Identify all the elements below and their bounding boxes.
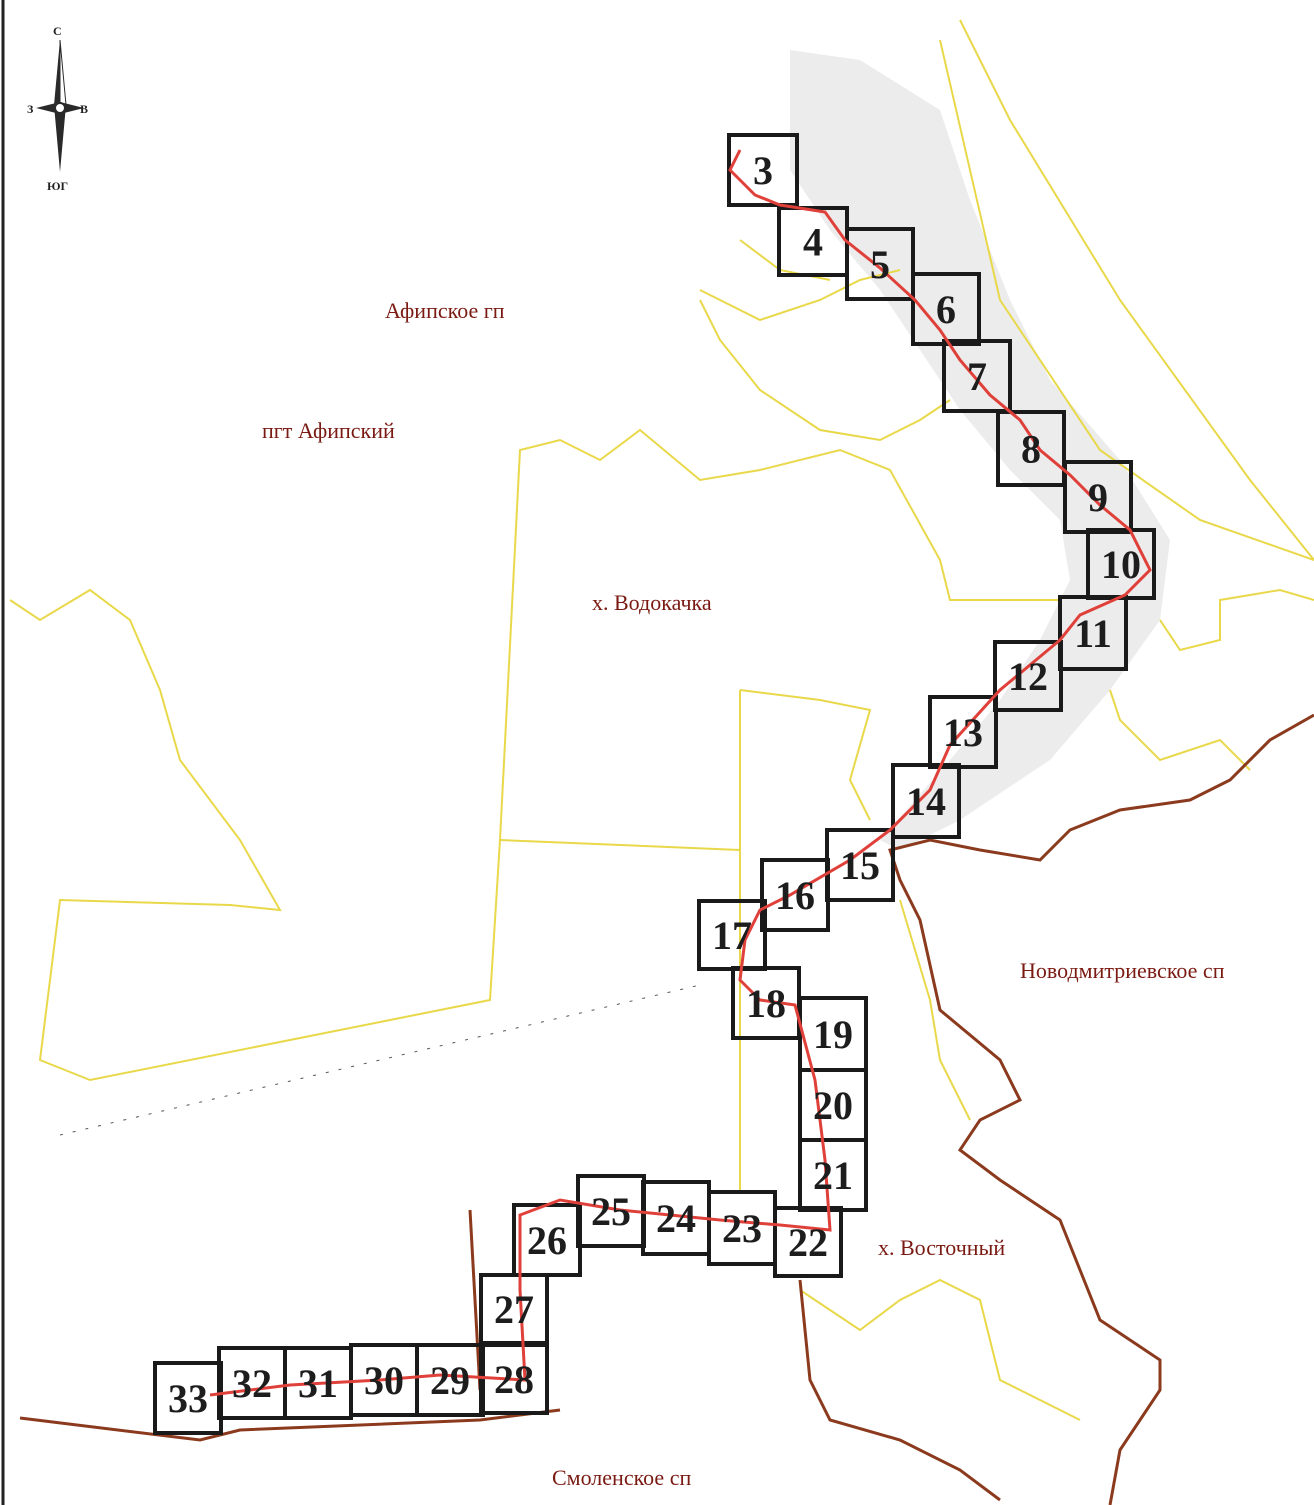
compass-north: С [53, 24, 62, 38]
sheet-labels: 34 5 678 9 10 11 12 13 14 15 16 17 18 19 20 21 22 23 24 25 2… [168, 148, 1141, 1421]
label-vostochny: х. Восточный [878, 1235, 1006, 1260]
sheet-label-24: 24 [656, 1196, 696, 1241]
sheet-label-16: 16 [775, 873, 815, 918]
sheet-label-32: 32 [232, 1361, 272, 1406]
sheet-label-4: 4 [803, 220, 823, 265]
sheet-frame-33 [153, 1361, 223, 1435]
sheet-label-27: 27 [494, 1287, 534, 1332]
label-novodmitrievskoe-sp: Новодмитриевское сп [1020, 958, 1225, 983]
sheet-frame-7 [942, 339, 1012, 413]
sheet-label-6: 6 [936, 287, 956, 332]
sheet-frame-8 [996, 410, 1066, 487]
route-line [209, 149, 1152, 1397]
sheet-label-29: 29 [430, 1358, 470, 1403]
sheet-label-17: 17 [712, 913, 752, 958]
sheet-label-20: 20 [813, 1083, 853, 1128]
sheet-label-5: 5 [870, 242, 890, 287]
compass-rose-icon [36, 39, 84, 172]
sheet-label-14: 14 [906, 779, 946, 824]
sheet-frame-5 [845, 227, 915, 301]
compass-south: ЮГ [47, 179, 69, 193]
district-boundary [19, 713, 1314, 1505]
sheet-label-11: 11 [1074, 611, 1112, 656]
sheet-label-26: 26 [527, 1218, 567, 1263]
sheet-label-3: 3 [753, 148, 773, 193]
sheet-frame-16 [760, 858, 830, 932]
label-pgt-afipsky: пгт Афипский [262, 418, 395, 443]
sheet-label-8: 8 [1021, 427, 1041, 472]
survey-background [790, 50, 1170, 850]
sheet-label-21: 21 [813, 1153, 853, 1198]
sheet-frame-13 [928, 695, 998, 769]
sheet-label-10: 10 [1101, 542, 1141, 587]
sheet-label-9: 9 [1088, 475, 1108, 520]
sheet-label-15: 15 [840, 843, 880, 888]
sheet-frame-14 [891, 763, 961, 839]
sheet-label-22: 22 [788, 1220, 828, 1265]
sheet-label-25: 25 [591, 1189, 631, 1234]
label-smolenskoe-sp: Смоленское сп [552, 1465, 692, 1490]
sheet-label-19: 19 [813, 1012, 853, 1057]
sheet-label-18: 18 [746, 981, 786, 1026]
sheet-frame-12 [993, 640, 1063, 712]
compass-east: В [80, 102, 89, 116]
sheet-label-30: 30 [364, 1358, 404, 1403]
sheet-label-7: 7 [967, 354, 987, 399]
sheet-label-31: 31 [298, 1361, 338, 1406]
sheet-label-28: 28 [494, 1357, 534, 1402]
label-vodokachka: х. Водокачка [592, 590, 712, 615]
sheet-label-13: 13 [943, 710, 983, 755]
sheet-label-33: 33 [168, 1376, 208, 1421]
compass-west: З [27, 102, 34, 116]
sheet-frame-11 [1058, 595, 1128, 671]
power-line [59, 984, 701, 1136]
sheet-label-12: 12 [1008, 654, 1048, 699]
label-afipskoe-gp: Афипское гп [385, 298, 505, 323]
sheet-label-23: 23 [722, 1206, 762, 1251]
